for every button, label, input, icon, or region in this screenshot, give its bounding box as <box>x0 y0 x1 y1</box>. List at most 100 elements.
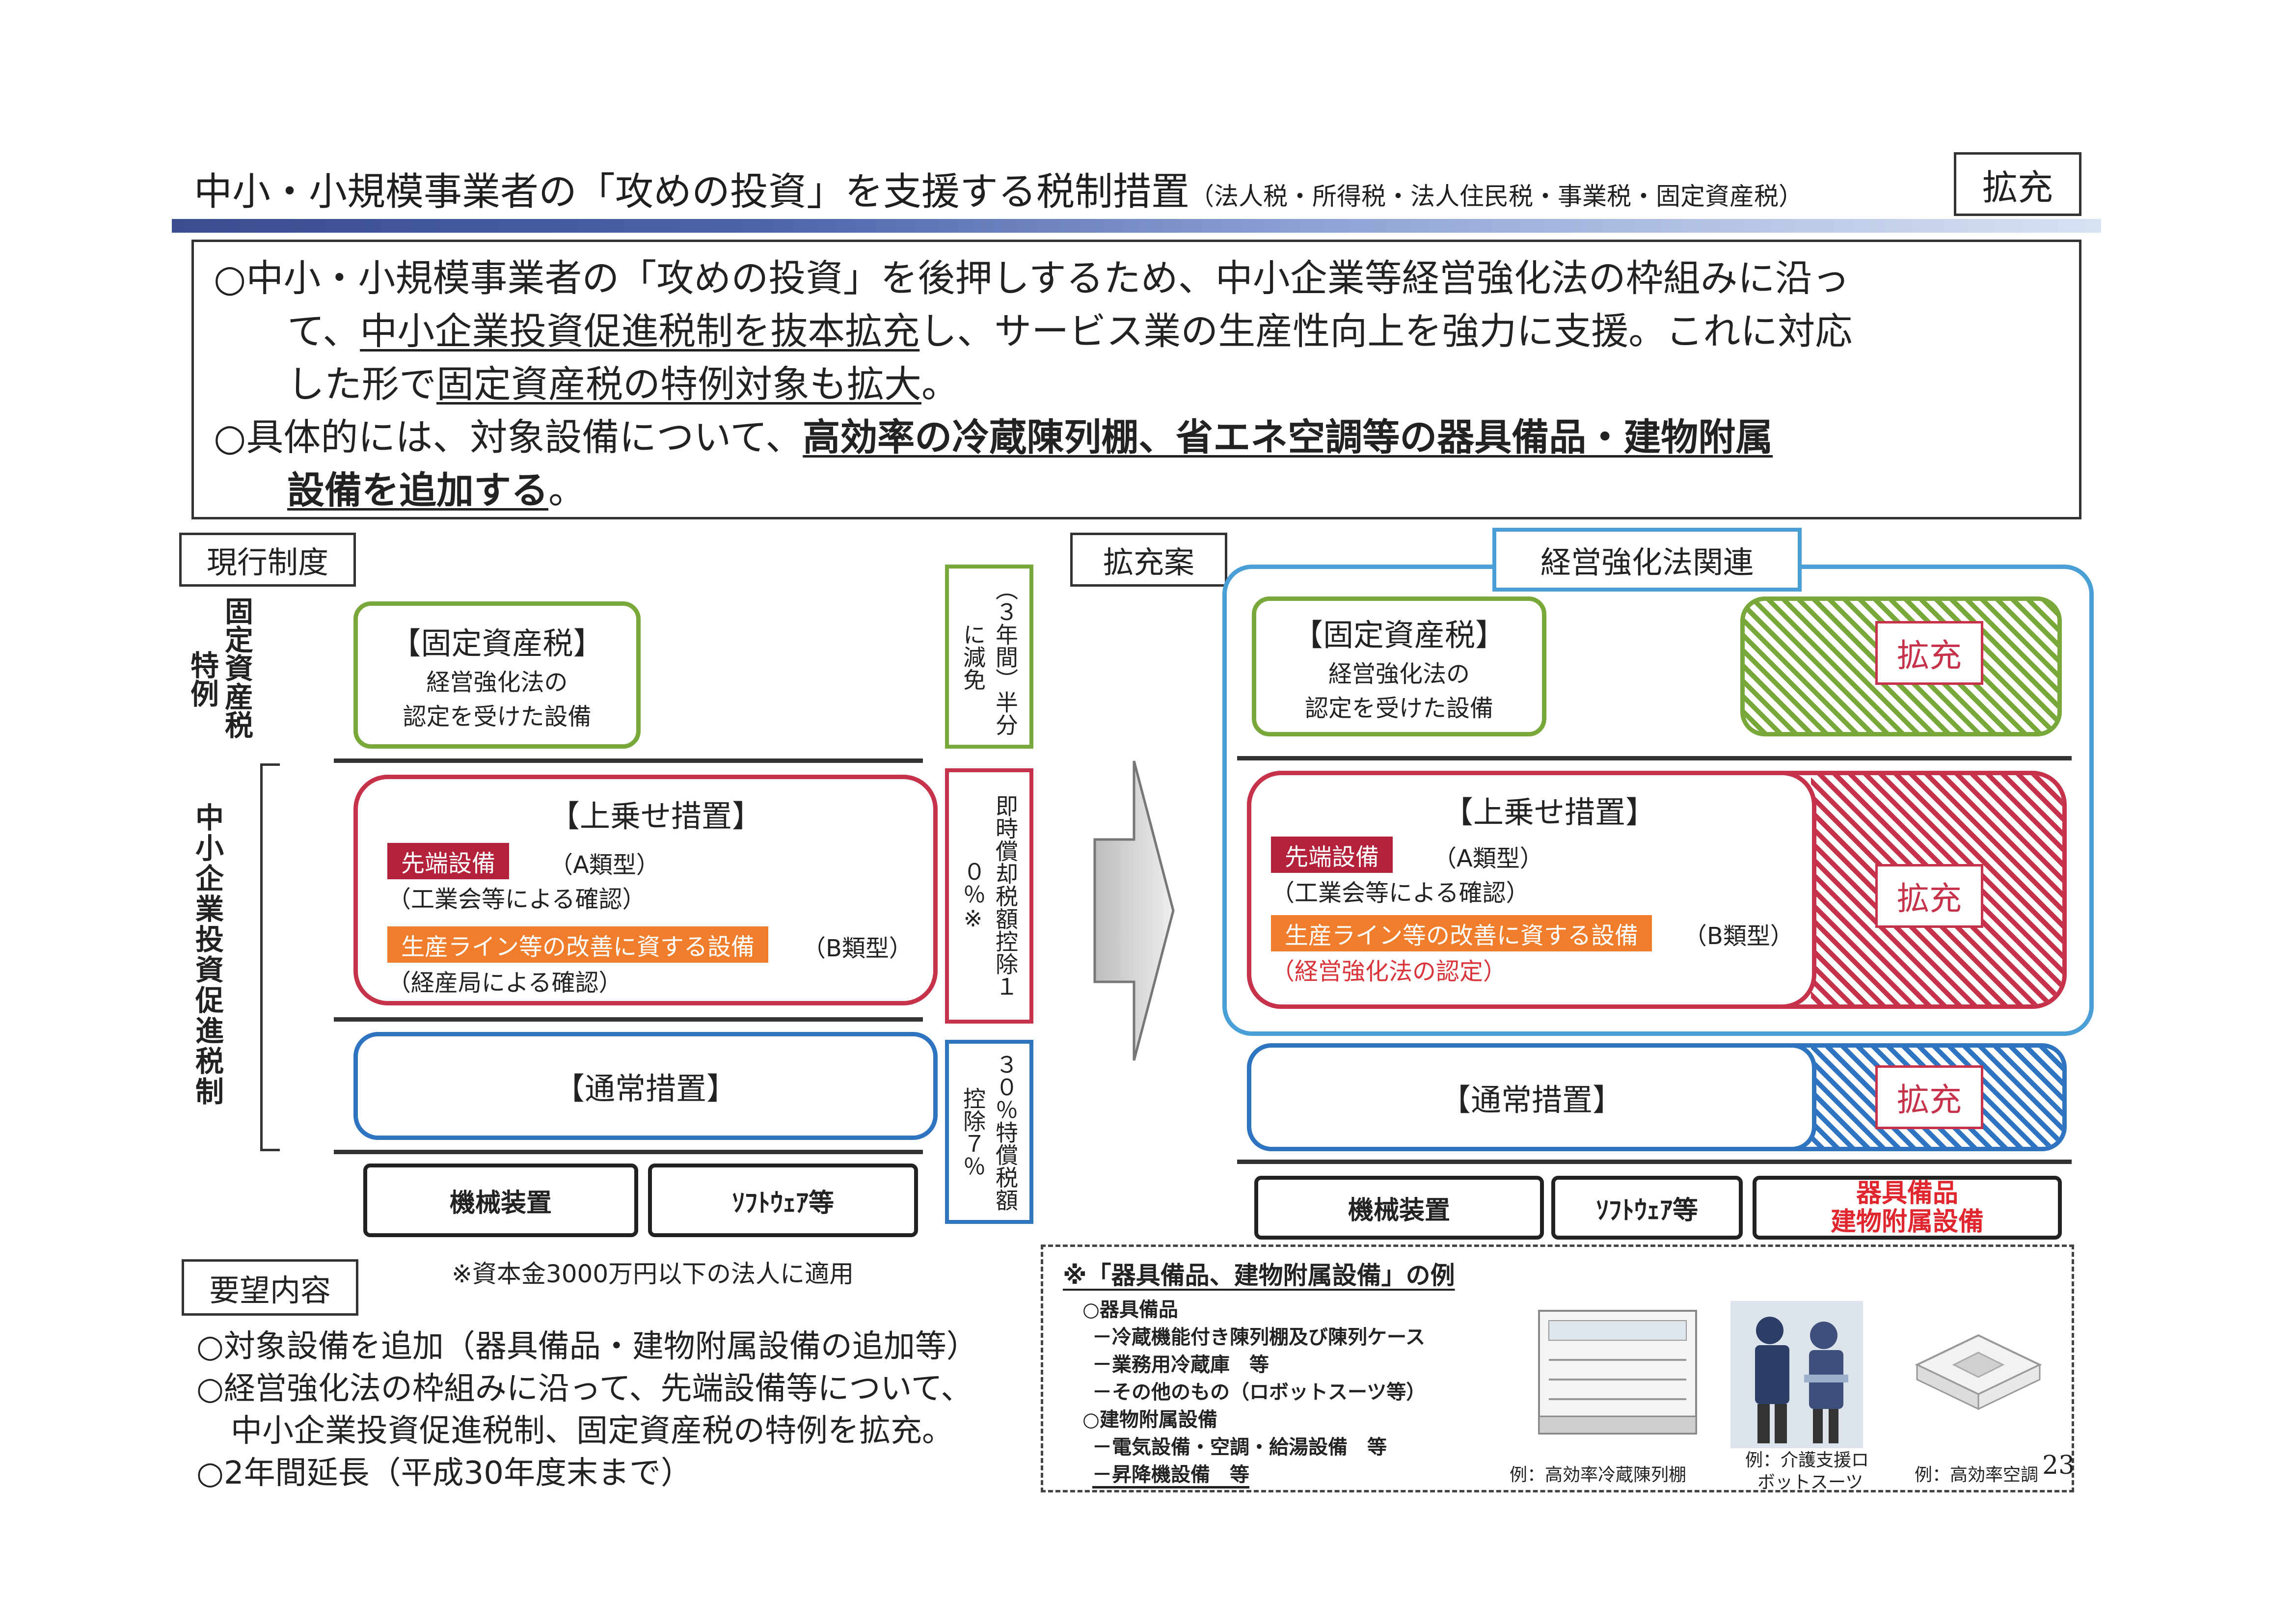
box-line: 経営強化法の <box>1328 660 1470 688</box>
box-line: 認定を受けた設備 <box>403 703 592 731</box>
example-caption: 例：介護支援ロ <box>1745 1450 1869 1470</box>
box-heading: 【通常措置】 <box>554 1071 737 1107</box>
proposal-tag: 拡充案 <box>1070 533 1227 587</box>
title-main: 中小・小規模事業者の「攻めの投資」を支援する税制措置 <box>194 170 1190 214</box>
equip-line: 器具備品 <box>1856 1179 1958 1208</box>
side-bracket <box>260 763 280 1151</box>
intro-text: ○具体的には、対象設備について、 <box>214 415 803 459</box>
current-fixed-asset-tax-box: 【固定資産税】 経営強化法の 認定を受けた設備 <box>353 601 641 749</box>
examples-box: ※「器具備品、建物附属設備」の例 ○器具備品 －冷蔵機能付き陳列棚及び陳列ケース… <box>1041 1245 2074 1492</box>
box-line: 経営強化法の <box>426 669 568 696</box>
example-group: ○器具備品 <box>1082 1299 1178 1321</box>
request-item: ○対象設備を追加（器具備品・建物附属設備の追加等） <box>196 1328 978 1365</box>
group-label: 経営強化法関連 <box>1492 528 1802 592</box>
intro-highlight: 設備を追加する <box>287 468 548 512</box>
proposal-normal-measure-box: 【通常措置】 <box>1247 1043 1816 1151</box>
ceiling-air-conditioner-image <box>1915 1334 2042 1410</box>
divider <box>1237 1160 2072 1164</box>
example-item: －電気設備・空調・給湯設備 等 <box>1092 1436 1387 1459</box>
type-b-label: （B類型） <box>802 935 913 962</box>
intro-line-4: ○具体的には、対象設備について、高効率の冷蔵陳列棚、省エネ空調等の器具備品・建物… <box>214 411 2059 464</box>
example-caption: ボットスーツ <box>1757 1472 1864 1492</box>
type-b-note: （経産局による確認） <box>387 969 622 997</box>
proposal-equip-machinery: 機械装置 <box>1254 1176 1544 1240</box>
box-heading: 【固定資産税】 <box>390 625 604 661</box>
title-badge: 拡充 <box>1954 152 2081 216</box>
current-upper-measure-box: 【上乗せ措置】 先端設備 （A類型） （工業会等による確認） 生産ライン等の改善… <box>353 775 938 1005</box>
side-label-special: 特例 <box>186 650 219 707</box>
intro-text: 。 <box>548 468 586 512</box>
expand-badge-1: 拡充 <box>1875 621 1983 685</box>
current-equip-software: ｿﾌﾄｳｪｱ等 <box>648 1164 918 1237</box>
example-item: －その他のもの（ロボットスーツ等） <box>1092 1381 1426 1404</box>
example-caption: 例：高効率冷蔵陳列棚 <box>1510 1465 1687 1485</box>
expand-badge-2: 拡充 <box>1875 864 1983 928</box>
type-a-note: （工業会等による確認） <box>1271 879 1530 907</box>
note-text: 即時償却税額控除１０％※ <box>960 794 1019 998</box>
proposal-upper-measure-box: 【上乗せ措置】 先端設備 （A類型） （工業会等による確認） 生産ライン等の改善… <box>1247 771 1816 1009</box>
side-label-investment-promotion-tax: 中小企業投資促進税制 <box>190 803 224 1107</box>
intro-box: ○中小・小規模事業者の「攻めの投資」を後押しするため、中小企業等経営強化法の枠組… <box>191 240 2081 519</box>
box-heading: 【上乗せ措置】 <box>1443 794 1656 830</box>
request-item: 中小企業投資促進税制、固定資産税の特例を拡充。 <box>231 1413 953 1449</box>
proposal-fixed-asset-tax-box: 【固定資産税】 経営強化法の 認定を受けた設備 <box>1252 596 1546 736</box>
note-text: （３年間）半分に減免 <box>960 577 1019 736</box>
proposal-equip-fixtures-building: 器具備品 建物附属設備 <box>1753 1176 2062 1240</box>
proposal-equip-software: ｿﾌﾄｳｪｱ等 <box>1551 1176 1743 1240</box>
title-underline-bar <box>172 219 2101 233</box>
arrow-right-icon <box>1093 760 1175 1061</box>
intro-text: て、 <box>287 309 360 353</box>
example-item: －冷蔵機能付き陳列棚及び陳列ケース <box>1092 1326 1425 1349</box>
box-heading: 【通常措置】 <box>1440 1082 1623 1118</box>
intro-text: し、サービス業の生産性向上を強力に支援。これに対応 <box>919 309 1853 353</box>
request-item: ○経営強化法の枠組みに沿って、先端設備等について、 <box>196 1371 972 1407</box>
examples-title: ※「器具備品、建物附属設備」の例 <box>1063 1261 1455 1290</box>
request-item: ○2年間延長（平成30年度末まで） <box>196 1455 692 1491</box>
page-number: 23 <box>2042 1451 2075 1480</box>
expand-badge-3: 拡充 <box>1875 1065 1983 1129</box>
divider <box>334 1017 923 1022</box>
example-item: －業務用冷蔵庫 等 <box>1092 1353 1269 1376</box>
box-line: 認定を受けた設備 <box>1304 694 1493 722</box>
example-group: ○建物附属設備 <box>1082 1408 1217 1431</box>
normal-measure-note: ３０％特償税額控除７％ <box>945 1040 1033 1224</box>
example-item: －昇降機設備 等 <box>1092 1463 1249 1486</box>
type-a-label: （A類型） <box>1433 845 1543 872</box>
intro-text: した形で <box>287 362 436 406</box>
robot-suit-image <box>1730 1301 1863 1448</box>
divider <box>334 758 923 763</box>
intro-highlight: 中小企業投資促進税制を抜本拡充 <box>360 309 920 353</box>
type-a-label: （A類型） <box>549 851 660 879</box>
page-title: 中小・小規模事業者の「攻めの投資」を支援する税制措置（法人税・所得税・法人住民税… <box>194 161 1803 216</box>
capital-footnote: ※資本金3000万円以下の法人に適用 <box>452 1260 854 1288</box>
request-tag: 要望内容 <box>182 1259 358 1316</box>
advanced-equipment-label: 先端設備 <box>387 843 510 879</box>
intro-line-5: 設備を追加する。 <box>214 464 2059 517</box>
examples-list: ○器具備品 －冷蔵機能付き陳列棚及び陳列ケース －業務用冷蔵庫 等 －その他のも… <box>1082 1296 1426 1489</box>
advanced-equipment-label: 先端設備 <box>1271 837 1393 873</box>
intro-highlight: 高効率の冷蔵陳列棚、省エネ空調等の器具備品・建物附属 <box>803 415 1773 459</box>
divider <box>1237 756 2072 760</box>
type-b-label: （B類型） <box>1683 922 1794 950</box>
example-caption: 例：高効率空調 <box>1915 1465 2039 1485</box>
box-heading: 【固定資産税】 <box>1292 617 1506 653</box>
side-label-fixed-asset-tax: 固定資産税 <box>220 596 253 739</box>
type-a-note: （工業会等による確認） <box>387 886 646 913</box>
production-line-label: 生産ライン等の改善に資する設備 <box>1271 915 1652 951</box>
upper-measure-note: 即時償却税額控除１０％※ <box>945 768 1033 1024</box>
fixed-asset-tax-note: （３年間）半分に減免 <box>945 565 1033 749</box>
refrigerated-showcase-image <box>1538 1310 1697 1435</box>
box-heading: 【上乗せ措置】 <box>549 798 763 834</box>
request-list: ○対象設備を追加（器具備品・建物附属設備の追加等） ○経営強化法の枠組みに沿って… <box>196 1326 978 1494</box>
equip-line: 建物附属設備 <box>1830 1207 1984 1237</box>
intro-line-1: ○中小・小規模事業者の「攻めの投資」を後押しするため、中小企業等経営強化法の枠組… <box>214 256 1850 300</box>
note-text: ３０％特償税額控除７％ <box>960 1053 1019 1211</box>
intro-highlight: 固定資産税の特例対象も拡大 <box>436 362 921 406</box>
production-line-label: 生産ライン等の改善に資する設備 <box>387 926 769 963</box>
type-b-note: （経営強化法の認定） <box>1271 958 1507 985</box>
current-equip-machinery: 機械装置 <box>363 1164 638 1237</box>
intro-line-2: て、中小企業投資促進税制を抜本拡充し、サービス業の生産性向上を強力に支援。これに… <box>214 305 2059 358</box>
intro-text: 。 <box>921 362 959 406</box>
divider <box>334 1150 923 1154</box>
intro-line-3: した形で固定資産税の特例対象も拡大。 <box>214 358 2059 411</box>
